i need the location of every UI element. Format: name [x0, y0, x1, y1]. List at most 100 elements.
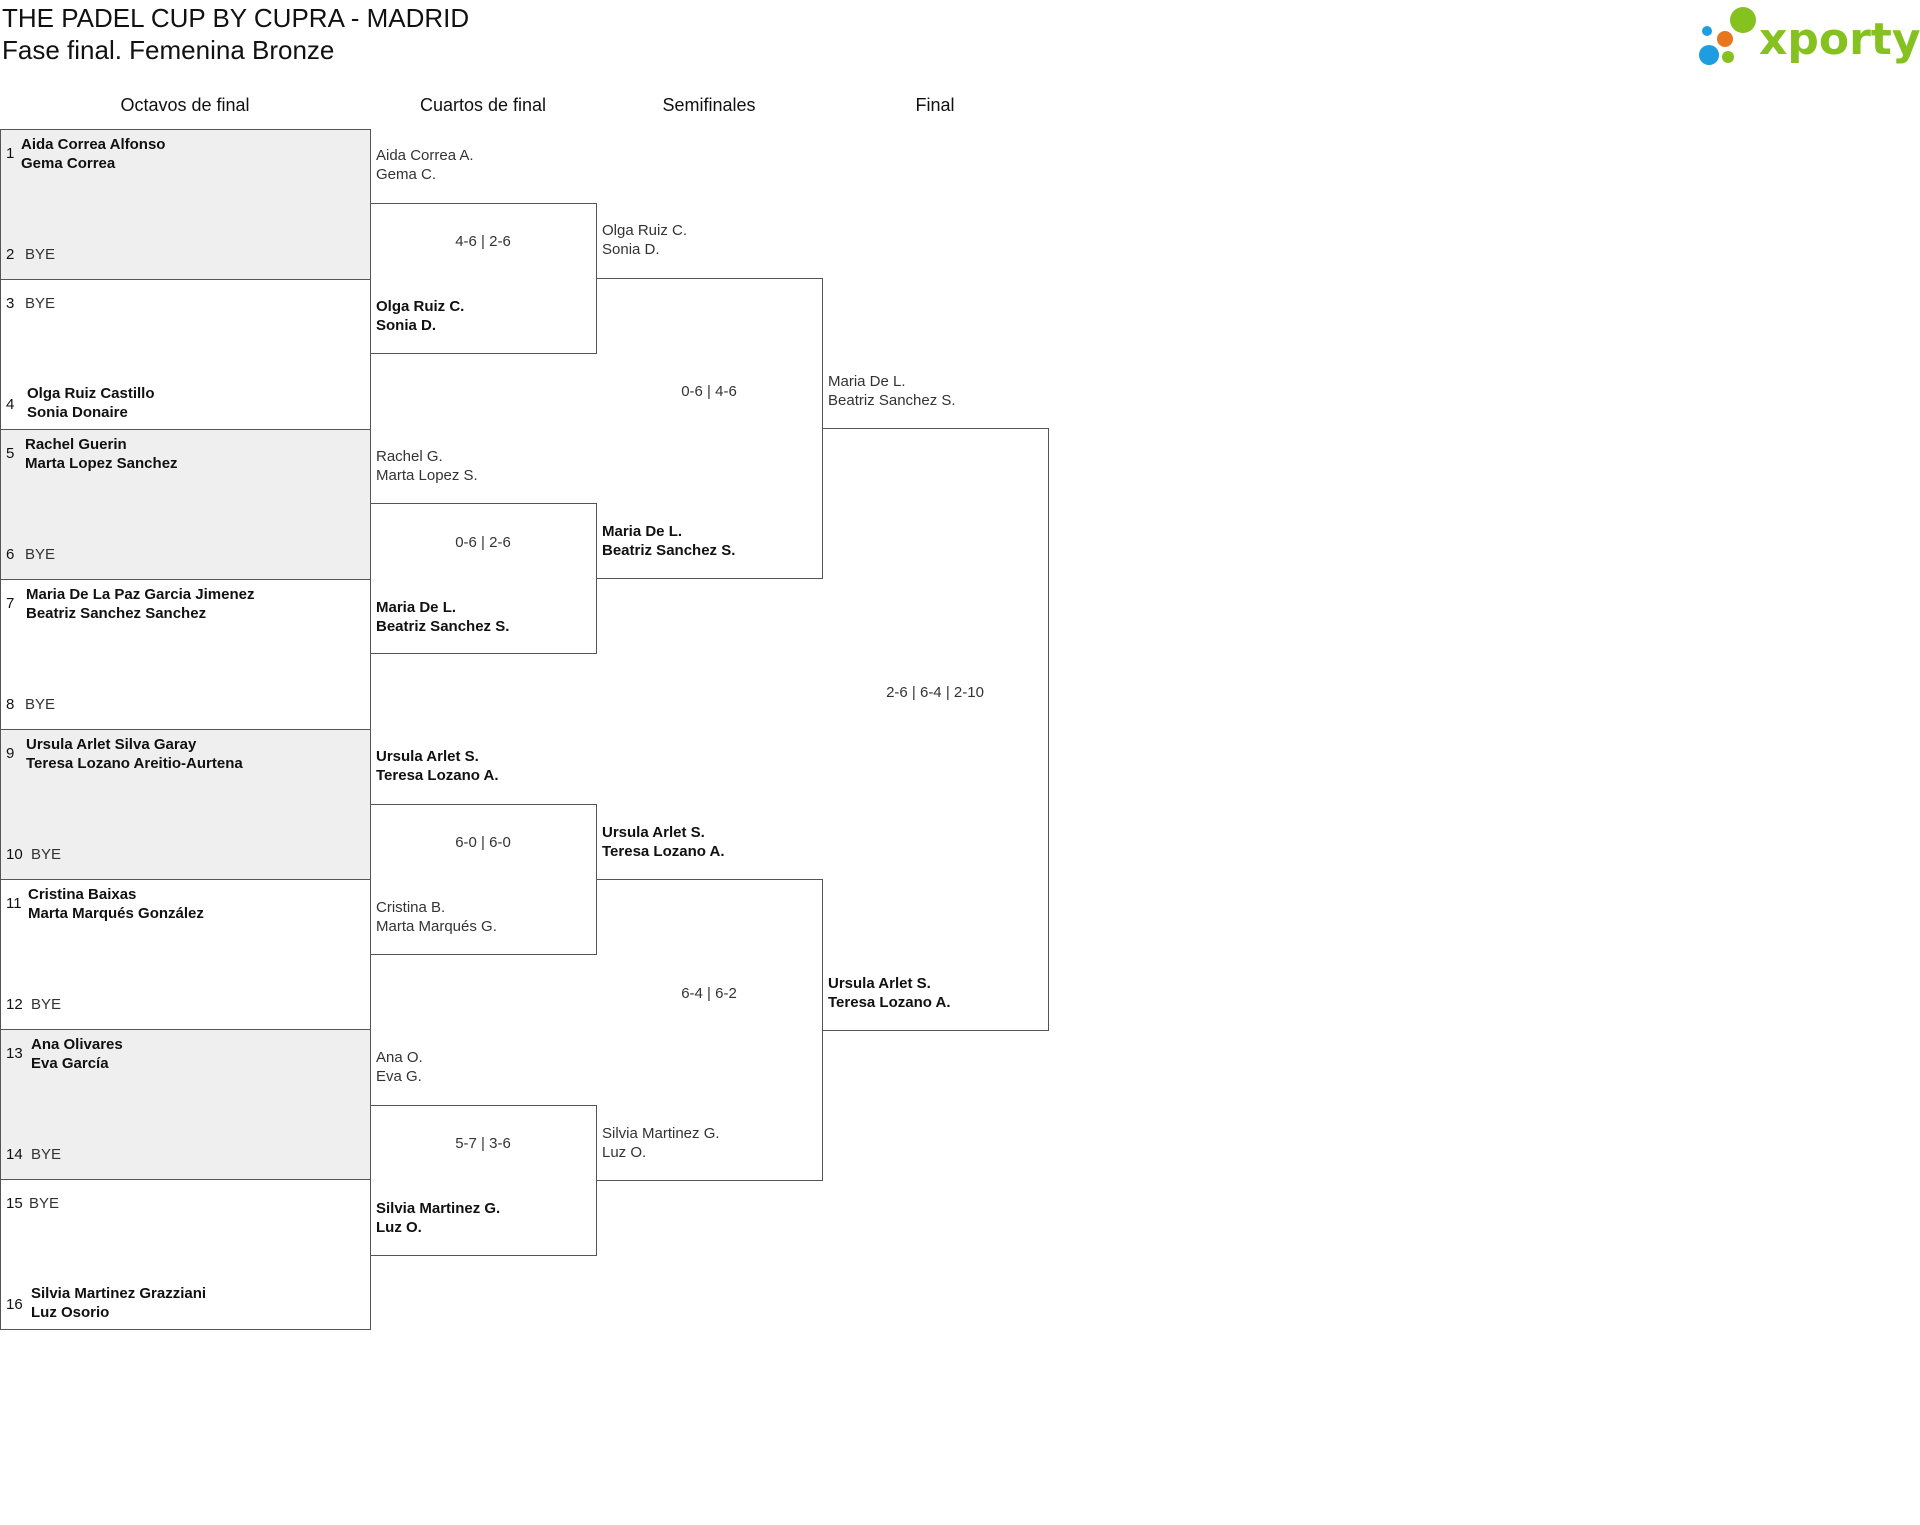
player-name: Eva García [31, 1055, 109, 1072]
player-name: Ana Olivares [31, 1036, 123, 1053]
player-name: Beatriz Sanchez Sanchez [26, 605, 207, 622]
player-name: Gema C. [376, 166, 437, 183]
player-name: Aida Correa Alfonso [21, 136, 166, 153]
qf-1-bottom-pair: Olga Ruiz C. Sonia D. [376, 297, 464, 335]
qf-3-score: 6-0 | 6-0 [455, 834, 511, 851]
player-name: Maria De L. [376, 599, 457, 616]
r16-match-3: 5 Rachel Guerin Marta Lopez Sanchez 6 BY… [0, 429, 371, 580]
player-name: Ursula Arlet Silva Garay [26, 736, 197, 753]
pair-top: Aida Correa Alfonso Gema Correa [21, 135, 165, 173]
bye-label: BYE [25, 696, 56, 713]
qf-1-score: 4-6 | 2-6 [455, 233, 511, 250]
pair-top: Ana Olivares Eva García [31, 1035, 123, 1073]
logo-dot-green [1730, 7, 1756, 33]
player-name: Ursula Arlet S. [602, 824, 705, 841]
logo-wordmark: xporty [1759, 14, 1920, 65]
player-name: Eva G. [376, 1068, 422, 1085]
seed-number: 16 [6, 1296, 23, 1313]
seed-number: 3 [6, 295, 15, 312]
player-name: Silvia Martinez G. [602, 1125, 720, 1142]
bye-label: BYE [29, 1195, 60, 1212]
seed-number: 2 [6, 246, 15, 263]
seed-number: 10 [6, 846, 23, 863]
sf-2-top-pair: Ursula Arlet S. Teresa Lozano A. [602, 823, 725, 861]
bye-label: BYE [31, 1146, 62, 1163]
player-name: Luz O. [602, 1144, 647, 1161]
player-name: Rachel G. [376, 448, 443, 465]
bye-label: BYE [25, 295, 56, 312]
player-name: Marta Marqués González [28, 905, 204, 922]
player-name: Maria De La Paz Garcia Jimenez [26, 586, 255, 603]
player-name: Teresa Lozano A. [828, 994, 951, 1011]
player-name: Gema Correa [21, 155, 116, 172]
seed-number: 6 [6, 546, 15, 563]
pair-bottom: Silvia Martinez Grazziani Luz Osorio [31, 1284, 206, 1322]
sf-1-top-pair: Olga Ruiz C. Sonia D. [602, 221, 687, 259]
bye-label: BYE [31, 846, 62, 863]
player-name: Olga Ruiz C. [602, 222, 688, 239]
player-name: Teresa Lozano Areitio-Aurtena [26, 755, 243, 772]
player-name: Silvia Martinez G. [376, 1200, 501, 1217]
player-name: Cristina B. [376, 899, 446, 916]
page-title: THE PADEL CUP BY CUPRA - MADRID [2, 3, 470, 33]
seed-number: 5 [6, 445, 15, 462]
player-name: Silvia Martinez Grazziani [31, 1285, 207, 1302]
qf-3-top-pair: Ursula Arlet S. Teresa Lozano A. [376, 747, 499, 785]
pair-top: Maria De La Paz Garcia Jimenez Beatriz S… [26, 585, 254, 623]
player-name: Aida Correa A. [376, 147, 474, 164]
player-name: Sonia Donaire [27, 404, 128, 421]
player-name: Marta Lopez Sanchez [25, 455, 178, 472]
qf-4-top-pair: Ana O. Eva G. [376, 1048, 423, 1086]
player-name: Rachel Guerin [25, 436, 127, 453]
pair-bottom: Olga Ruiz Castillo Sonia Donaire [27, 384, 155, 422]
seed-number: 15 [6, 1195, 23, 1212]
seed-number: 1 [6, 145, 15, 162]
r16-match-8: 15 BYE 16 Silvia Martinez Grazziani Luz … [0, 1179, 371, 1330]
final-connector [822, 428, 1049, 1031]
logo-dot-green-small [1722, 51, 1734, 63]
player-name: Luz O. [376, 1219, 422, 1236]
qf-4-score: 5-7 | 3-6 [455, 1135, 511, 1152]
player-name: Ursula Arlet S. [376, 748, 479, 765]
player-name: Teresa Lozano A. [376, 767, 499, 784]
bye-label: BYE [31, 996, 62, 1013]
player-name: Beatriz Sanchez S. [602, 542, 736, 559]
player-name: Beatriz Sanchez S. [828, 392, 956, 409]
final-top-pair: Maria De L. Beatriz Sanchez S. [828, 372, 956, 410]
player-name: Olga Ruiz Castillo [27, 385, 155, 402]
sf-1-bottom-pair: Maria De L. Beatriz Sanchez S. [602, 522, 735, 560]
qf-4-bottom-pair: Silvia Martinez G. Luz O. [376, 1199, 500, 1237]
seed-number: 4 [6, 396, 15, 413]
seed-number: 9 [6, 745, 15, 762]
logo-dot-blue-large [1699, 45, 1719, 65]
qf-2-score: 0-6 | 2-6 [455, 534, 511, 551]
xporty-logo: xporty [1699, 7, 1920, 65]
pair-top: Rachel Guerin Marta Lopez Sanchez [25, 435, 178, 473]
r16-match-4: 7 Maria De La Paz Garcia Jimenez Beatriz… [0, 579, 371, 730]
round-header-qf: Cuartos de final [419, 95, 547, 115]
seed-number: 14 [6, 1146, 23, 1163]
player-name: Ana O. [376, 1049, 423, 1066]
round-header-final: Final [915, 95, 955, 115]
final-score: 2-6 | 6-4 | 2-10 [886, 684, 984, 701]
player-name: Ursula Arlet S. [828, 975, 931, 992]
round-header-sf: Semifinales [662, 95, 756, 115]
r16-match-7: 13 Ana Olivares Eva García 14 BYE [0, 1029, 371, 1180]
r16-match-2: 3 BYE 4 Olga Ruiz Castillo Sonia Donaire [0, 279, 371, 430]
bye-label: BYE [25, 246, 56, 263]
page-subtitle: Fase final. Femenina Bronze [2, 35, 335, 65]
player-name: Sonia D. [602, 241, 660, 258]
qf-2-bottom-pair: Maria De L. Beatriz Sanchez S. [376, 598, 509, 636]
player-name: Sonia D. [376, 317, 437, 334]
seed-number: 12 [6, 996, 23, 1013]
seed-number: 13 [6, 1045, 23, 1062]
player-name: Olga Ruiz C. [376, 298, 465, 315]
round-header-r16: Octavos de final [120, 95, 250, 115]
qf-1-top-pair: Aida Correa A. Gema C. [376, 146, 474, 184]
player-name: Marta Marqués G. [376, 918, 497, 935]
player-name: Maria De L. [828, 373, 906, 390]
player-name: Marta Lopez S. [376, 467, 478, 484]
sf-2-bottom-pair: Silvia Martinez G. Luz O. [602, 1124, 720, 1162]
player-name: Cristina Baixas [28, 886, 137, 903]
bye-label: BYE [25, 546, 56, 563]
